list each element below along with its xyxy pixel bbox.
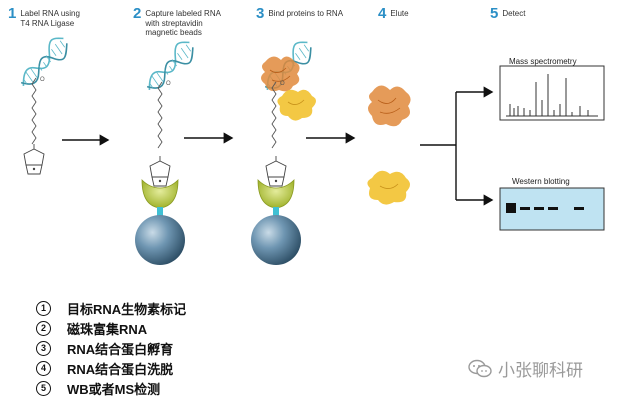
biotin-icon (265, 155, 287, 187)
step-2-captured-rna (135, 37, 202, 265)
legend-text: WB或者MS检测 (67, 381, 161, 397)
legend-item: 5 WB或者MS检测 (36, 378, 186, 398)
step-4-eluted-proteins (367, 85, 411, 205)
legend-text: RNA结合蛋白孵育 (67, 341, 174, 357)
step-label: Detect (502, 9, 526, 18)
legend-text: 目标RNA生物素标记 (67, 301, 187, 317)
legend-item: 2 磁珠富集RNA (36, 318, 186, 338)
biotin-linker-icon (157, 80, 172, 149)
circled-number: 4 (36, 360, 51, 376)
mass-spec-title: Mass spectrometry (509, 57, 577, 66)
legend-item: 3 RNA结合蛋白孵育 (36, 338, 186, 358)
protein-yellow-icon (277, 89, 316, 121)
circled-number: 5 (36, 380, 51, 396)
mass-spec-frame (499, 65, 605, 121)
step-1-header: 1 Label RNA using T4 RNA Ligase (8, 6, 80, 28)
circled-number: 3 (36, 340, 51, 356)
western-title: Western blotting (512, 177, 570, 186)
biotin-linker-icon (31, 76, 46, 145)
magnetic-bead-icon (135, 215, 185, 265)
circled-number: 1 (36, 300, 51, 316)
streptavidin-cup-icon (257, 179, 295, 209)
legend-text: RNA结合蛋白洗脱 (67, 361, 174, 377)
magnetic-bead-icon (251, 215, 301, 265)
western-blotting-panel: Western blotting (499, 177, 605, 231)
step-1-labeled-rna (10, 33, 76, 175)
step-number: 4 (378, 5, 387, 22)
western-bands (506, 203, 584, 213)
linker-stem (273, 207, 279, 217)
circled-number: 2 (36, 320, 51, 336)
legend-item: 4 RNA结合蛋白洗脱 (36, 358, 186, 378)
streptavidin-cup-icon (141, 179, 179, 209)
step-legend: 1 目标RNA生物素标记 2 磁珠富集RNA 3 RNA结合蛋白孵育 4 RNA结合蛋白… (36, 298, 186, 398)
step-number: 3 (256, 5, 265, 22)
legend-text: 磁珠富集RNA (67, 321, 148, 337)
protein-yellow-icon (367, 170, 410, 205)
mass-spectrometry-panel: Mass spectrometry (499, 57, 605, 121)
step-label: Label RNA using T4 RNA Ligase (20, 9, 80, 28)
biotin-icon (149, 155, 171, 187)
step-5-header: 5 Detect (490, 6, 525, 21)
biotin-icon (23, 143, 45, 175)
protein-orange-icon (368, 85, 411, 127)
step-3-bound-proteins (251, 37, 320, 265)
spectrum-peaks (506, 74, 598, 117)
step-number: 5 (490, 5, 499, 22)
step-3-header: 3 Bind proteins to RNA (256, 6, 343, 21)
step-label: Elute (390, 9, 409, 18)
wechat-icon (468, 359, 492, 377)
workflow-illustration: O (10, 33, 605, 265)
step-2-header: 2 Capture labeled RNA with streptavidin … (133, 6, 221, 38)
linker-stem (157, 207, 163, 217)
legend-item: 1 目标RNA生物素标记 (36, 298, 186, 318)
branch-arrow-icon (420, 86, 494, 206)
watermark: 小张聊科研 (468, 356, 583, 381)
step-4-header: 4 Elute (378, 6, 409, 21)
step-number: 1 (8, 5, 17, 22)
watermark-text: 小张聊科研 (498, 361, 583, 380)
step-label: Capture labeled RNA with streptavidin ma… (145, 9, 221, 37)
step-label: Bind proteins to RNA (268, 9, 344, 18)
step-number: 2 (133, 5, 142, 22)
